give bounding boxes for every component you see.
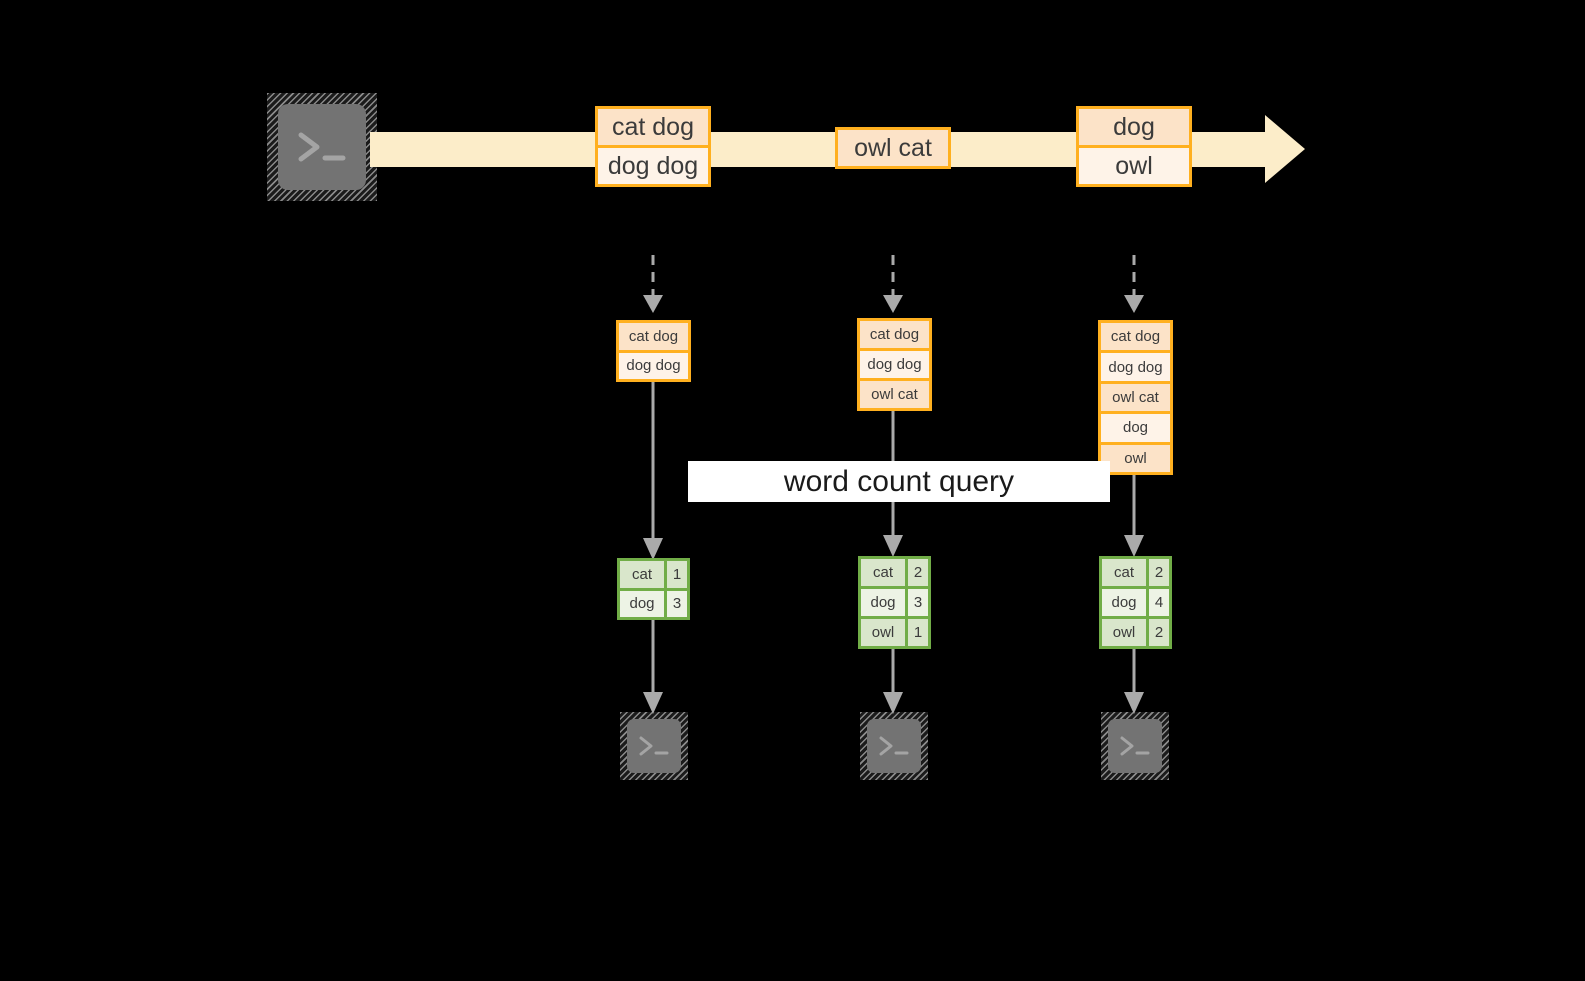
snapshot-row: cat dog	[619, 323, 688, 350]
source-terminal-icon	[267, 93, 377, 201]
terminal-prompt-glyph	[267, 93, 377, 201]
snapshot-1-sink-terminal-icon	[620, 712, 688, 780]
table-cell-word: cat	[620, 561, 664, 588]
snapshot-row: cat dog	[860, 321, 929, 348]
stream-arrow-head	[1265, 115, 1305, 183]
stream-record-3: dog owl	[1076, 106, 1192, 187]
table-row: cat 1	[620, 561, 687, 588]
stream-record-line: owl cat	[838, 130, 948, 166]
snapshot-3-query-arrow	[1119, 475, 1149, 559]
stream-record-2: owl cat	[835, 127, 951, 169]
snapshot-row: dog	[1101, 411, 1170, 442]
table-cell-count: 4	[1146, 589, 1169, 616]
snapshot-1-stream-box: cat dog dog dog	[616, 320, 691, 382]
dashed-connector-2	[878, 255, 908, 320]
snapshot-3-stream-box: cat dog dog dog owl cat dog owl	[1098, 320, 1173, 475]
terminal-body	[627, 719, 681, 773]
dashed-connector-3	[1119, 255, 1149, 320]
stream-record-line: cat dog	[598, 109, 708, 145]
terminal-prompt-glyph	[1101, 712, 1169, 780]
snapshot-row: cat dog	[1101, 323, 1170, 351]
table-cell-word: cat	[861, 559, 905, 586]
table-cell-count: 3	[905, 589, 928, 616]
table-cell-word: owl	[1102, 619, 1146, 646]
snapshot-1-result-table: cat 1 dog 3	[617, 558, 690, 620]
table-cell-count: 2	[1146, 619, 1169, 646]
table-cell-word: dog	[1102, 589, 1146, 616]
table-cell-word: dog	[861, 589, 905, 616]
terminal-prompt-glyph	[860, 712, 928, 780]
snapshot-2-result-table: cat 2 dog 3 owl 1	[858, 556, 931, 649]
snapshot-3-sink-arrow	[1119, 649, 1149, 716]
table-cell-count: 1	[905, 619, 928, 646]
terminal-body	[867, 719, 921, 773]
terminal-body	[1108, 719, 1162, 773]
table-cell-count: 1	[664, 561, 687, 588]
stream-record-line: owl	[1079, 145, 1189, 184]
table-cell-count: 2	[905, 559, 928, 586]
table-cell-word: cat	[1102, 559, 1146, 586]
stream-record-1: cat dog dog dog	[595, 106, 711, 187]
snapshot-1-query-arrow	[638, 382, 668, 562]
snapshot-row: dog dog	[1101, 350, 1170, 381]
snapshot-row: dog dog	[619, 349, 688, 379]
snapshot-1-sink-arrow	[638, 620, 668, 716]
snapshot-row: dog dog	[860, 348, 929, 378]
stream-record-line: dog	[1079, 109, 1189, 145]
table-row: cat 2	[861, 559, 928, 586]
snapshot-2-stream-box: cat dog dog dog owl cat	[857, 318, 932, 411]
query-label-text: word count query	[783, 464, 1015, 498]
table-cell-word: owl	[861, 619, 905, 646]
snapshot-row: owl cat	[1101, 380, 1170, 412]
table-cell-count: 2	[1146, 559, 1169, 586]
terminal-body	[278, 104, 366, 190]
table-row: owl 1	[861, 616, 928, 646]
stream-record-line: dog dog	[598, 145, 708, 184]
table-row: cat 2	[1102, 559, 1169, 586]
snapshot-3-result-table: cat 2 dog 4 owl 2	[1099, 556, 1172, 649]
terminal-prompt-glyph	[620, 712, 688, 780]
table-row: dog 3	[861, 586, 928, 616]
snapshot-3-sink-terminal-icon	[1101, 712, 1169, 780]
query-label: word count query	[688, 461, 1110, 502]
snapshot-2-sink-terminal-icon	[860, 712, 928, 780]
table-row: dog 3	[620, 587, 687, 617]
snapshot-2-sink-arrow	[878, 649, 908, 716]
table-row: owl 2	[1102, 616, 1169, 646]
snapshot-row: owl	[1101, 441, 1170, 473]
table-cell-word: dog	[620, 590, 664, 617]
dashed-connector-1	[638, 255, 668, 320]
table-row: dog 4	[1102, 586, 1169, 616]
snapshot-row: owl cat	[860, 378, 929, 408]
table-cell-count: 3	[664, 590, 687, 617]
